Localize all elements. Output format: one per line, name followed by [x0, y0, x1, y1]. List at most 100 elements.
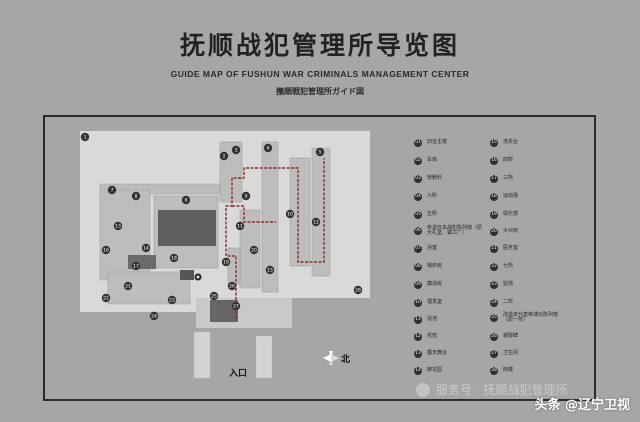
svg-text:6: 6: [185, 198, 188, 204]
svg-text:18: 18: [171, 256, 177, 262]
legend-number: 03: [414, 175, 422, 183]
legend-label: 廉造房: [427, 281, 443, 288]
svg-text:21: 21: [125, 284, 131, 290]
map-marker-26: 26: [227, 281, 237, 291]
legend-number: 04: [414, 193, 422, 201]
visit-route: [225, 158, 325, 318]
svg-text:10: 10: [287, 212, 293, 218]
legend-label: 二所: [503, 299, 514, 306]
legend-number: 12: [414, 333, 422, 341]
svg-text:1: 1: [84, 135, 87, 141]
building-tall-cells: [261, 141, 279, 293]
legend-item: 22 七所: [490, 261, 513, 273]
svg-text:16: 16: [103, 248, 109, 254]
legend-number: 26: [490, 333, 498, 341]
legend-number: 25: [490, 314, 498, 322]
map-marker-2: 2: [219, 151, 229, 161]
visit-route-branch: [232, 205, 276, 223]
map-marker-10: 10: [285, 209, 295, 219]
svg-text:25: 25: [211, 294, 217, 300]
svg-text:22: 22: [103, 296, 109, 302]
legend-label: 御花园: [427, 367, 443, 374]
map-marker-11: 11: [235, 221, 245, 231]
map-marker-5: 5: [315, 147, 325, 157]
svg-text:4: 4: [267, 146, 270, 152]
svg-text:17: 17: [133, 264, 139, 270]
legend-number: 06: [414, 227, 422, 235]
map-marker-16: 16: [101, 245, 111, 255]
map-marker-4: 4: [263, 143, 273, 153]
legend-number: 23: [490, 281, 498, 289]
svg-text:13: 13: [115, 224, 121, 230]
inner-courtyard: [158, 210, 216, 246]
svg-text:9: 9: [245, 194, 248, 200]
legend-label: 露天舞台: [427, 350, 448, 357]
legend-number: 17: [490, 175, 498, 183]
map-marker-7: 7: [107, 185, 117, 195]
svg-text:27: 27: [233, 304, 239, 310]
map-marker-27: 27: [231, 301, 241, 311]
map-marker-3: 3: [231, 145, 241, 155]
svg-text:14: 14: [143, 246, 149, 252]
legend-label: 浴池: [427, 316, 438, 323]
legend-number: 13: [414, 350, 422, 358]
map-title: 抚顺战犯管理所导览图: [179, 31, 460, 60]
legend-number: 09: [414, 281, 422, 289]
legend-label: 理发室: [427, 299, 443, 306]
svg-text:2: 2: [223, 154, 226, 160]
svg-text:7: 7: [111, 188, 114, 194]
legend-number: 27: [490, 350, 498, 358]
svg-text:5: 5: [319, 150, 322, 156]
svg-text:3: 3: [235, 148, 238, 154]
map-title-english: GUIDE MAP OF FUSHUN WAR CRIMINALS MANAGE…: [170, 69, 470, 79]
legend-number: 21: [490, 245, 498, 253]
legend-item: 26 谢罪碑: [490, 331, 518, 343]
legend-number: 07: [414, 245, 422, 253]
map-marker-15: 15: [265, 265, 275, 275]
svg-text:23: 23: [169, 298, 175, 304]
legend-number: 08: [414, 263, 422, 271]
legend-number: 10: [414, 299, 422, 307]
legend-label: 花窖: [427, 333, 438, 340]
building-west-lower: [107, 271, 191, 305]
map-marker-18: 18: [169, 253, 179, 263]
legend-label: 运动场: [503, 193, 519, 200]
legend-number: 28: [490, 367, 498, 375]
map-marker-28: 28: [353, 285, 363, 295]
map-marker-19: 19: [221, 257, 231, 267]
gatehouse-left: [193, 331, 211, 379]
map-marker-8: 8: [131, 191, 141, 201]
compass-icon: [323, 351, 339, 365]
map-markers: 1 2 3 4 5 6 7 8 9 10 11 12 13 14 15 16 1…: [80, 132, 363, 321]
legend-label: 医务室: [503, 245, 519, 252]
map-frame: [43, 115, 596, 401]
legend-number: 16: [490, 157, 498, 165]
legend-number: 15: [490, 139, 498, 147]
svg-text:26: 26: [229, 284, 235, 290]
building-small-1: [227, 247, 241, 285]
legend-number: 22: [490, 263, 498, 271]
legend-label: 谢罪碑: [503, 333, 519, 340]
entrance-label: 入口: [229, 369, 248, 379]
legend-label: 七所: [503, 263, 514, 270]
map-marker-24: 24: [149, 311, 159, 321]
legend-number: 20: [490, 228, 498, 236]
map-marker-21: 21: [123, 281, 133, 291]
legend-number: 01: [414, 139, 422, 147]
legend-number: 05: [414, 211, 422, 219]
